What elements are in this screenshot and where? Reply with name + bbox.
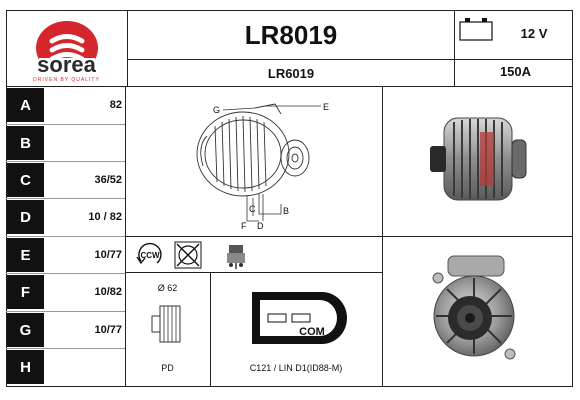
pulley-diameter: Ø 62: [157, 283, 178, 293]
connector-code: C121 / LIN D1(ID88-M): [249, 363, 343, 373]
connector-drawing: COM: [252, 292, 347, 344]
alternator-photo-side: [430, 117, 527, 201]
row-value-b: [46, 126, 122, 160]
pulley-type: PD: [161, 363, 174, 373]
row-divider: [6, 273, 125, 274]
row-value-c: 36/52: [94, 174, 122, 186]
brand-tagline: DRIVEN BY QUALITY: [33, 77, 100, 83]
row-divider: [6, 236, 125, 237]
label-g: G: [213, 105, 220, 115]
row-value-f: 10/82: [94, 286, 122, 298]
grid-line: [210, 272, 211, 387]
current-value: 150A: [499, 63, 532, 79]
row-divider: [6, 198, 125, 199]
reference-number: LR6019: [267, 65, 315, 81]
grid-line: [454, 10, 455, 86]
pulley-drawing: [151, 305, 181, 343]
label-c: C: [249, 204, 256, 214]
row-letter-e: E: [7, 238, 44, 272]
row-value-d: 10 / 82: [88, 211, 122, 223]
row-value-a: 82: [109, 99, 122, 111]
row-letter-f: F: [7, 275, 44, 309]
row-letter-d: D: [7, 200, 44, 234]
crossed-circle-icon: [174, 241, 202, 269]
label-b: B: [283, 206, 289, 216]
row-letter-c: C: [7, 163, 44, 197]
brand-name: sorea: [37, 52, 96, 77]
alternator-line-drawing: G E C B F D: [196, 102, 329, 231]
row-letter-h: H: [7, 350, 44, 384]
regulator-icon: [227, 245, 245, 269]
label-e: E: [323, 102, 329, 112]
grid-line: [6, 86, 573, 87]
ccw-rotation-icon: CCW: [136, 242, 162, 265]
row-divider: [6, 311, 125, 312]
sorea-logo-mark: [36, 21, 98, 76]
rotation-label: CCW: [140, 251, 160, 260]
row-letter-g: G: [7, 313, 44, 347]
alternator-photo-front: [432, 255, 516, 360]
battery-icon: [459, 18, 493, 41]
row-divider: [6, 161, 125, 162]
grid-line: [125, 236, 573, 237]
voltage-value: 12 V: [520, 25, 548, 41]
connector-com-label: COM: [299, 326, 325, 338]
row-divider: [6, 348, 125, 349]
grid-line: [125, 272, 382, 273]
grid-line: [127, 10, 128, 86]
brand-logo: sorea DRIVEN BY QUALITY: [6, 10, 127, 86]
grid-line: [127, 59, 573, 60]
row-divider: [6, 124, 125, 125]
part-number: LR8019: [244, 19, 338, 50]
row-letter-a: A: [7, 88, 44, 122]
row-letter-b: B: [7, 126, 44, 160]
row-value-h: [46, 350, 122, 384]
row-value-g: 10/77: [94, 324, 122, 336]
label-f: F: [241, 221, 247, 231]
row-value-e: 10/77: [94, 249, 122, 261]
label-d: D: [257, 221, 264, 231]
